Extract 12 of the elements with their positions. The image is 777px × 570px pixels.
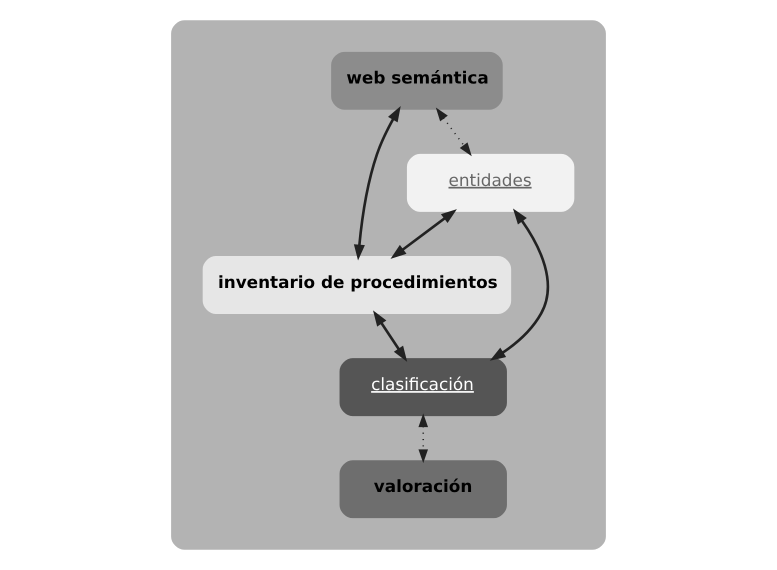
node-box: clasificación xyxy=(340,358,507,416)
node-box: entidades xyxy=(406,154,574,212)
arrow xyxy=(390,209,457,259)
arrow xyxy=(490,208,550,361)
arrow xyxy=(418,413,428,464)
node-box: valoración xyxy=(340,460,507,518)
arrow xyxy=(436,107,472,156)
arrow xyxy=(354,106,401,260)
node-box: inventario de procedimientos xyxy=(202,256,512,314)
cluster xyxy=(171,20,606,550)
node-box: web semántica xyxy=(331,52,503,110)
arrow xyxy=(373,310,408,362)
